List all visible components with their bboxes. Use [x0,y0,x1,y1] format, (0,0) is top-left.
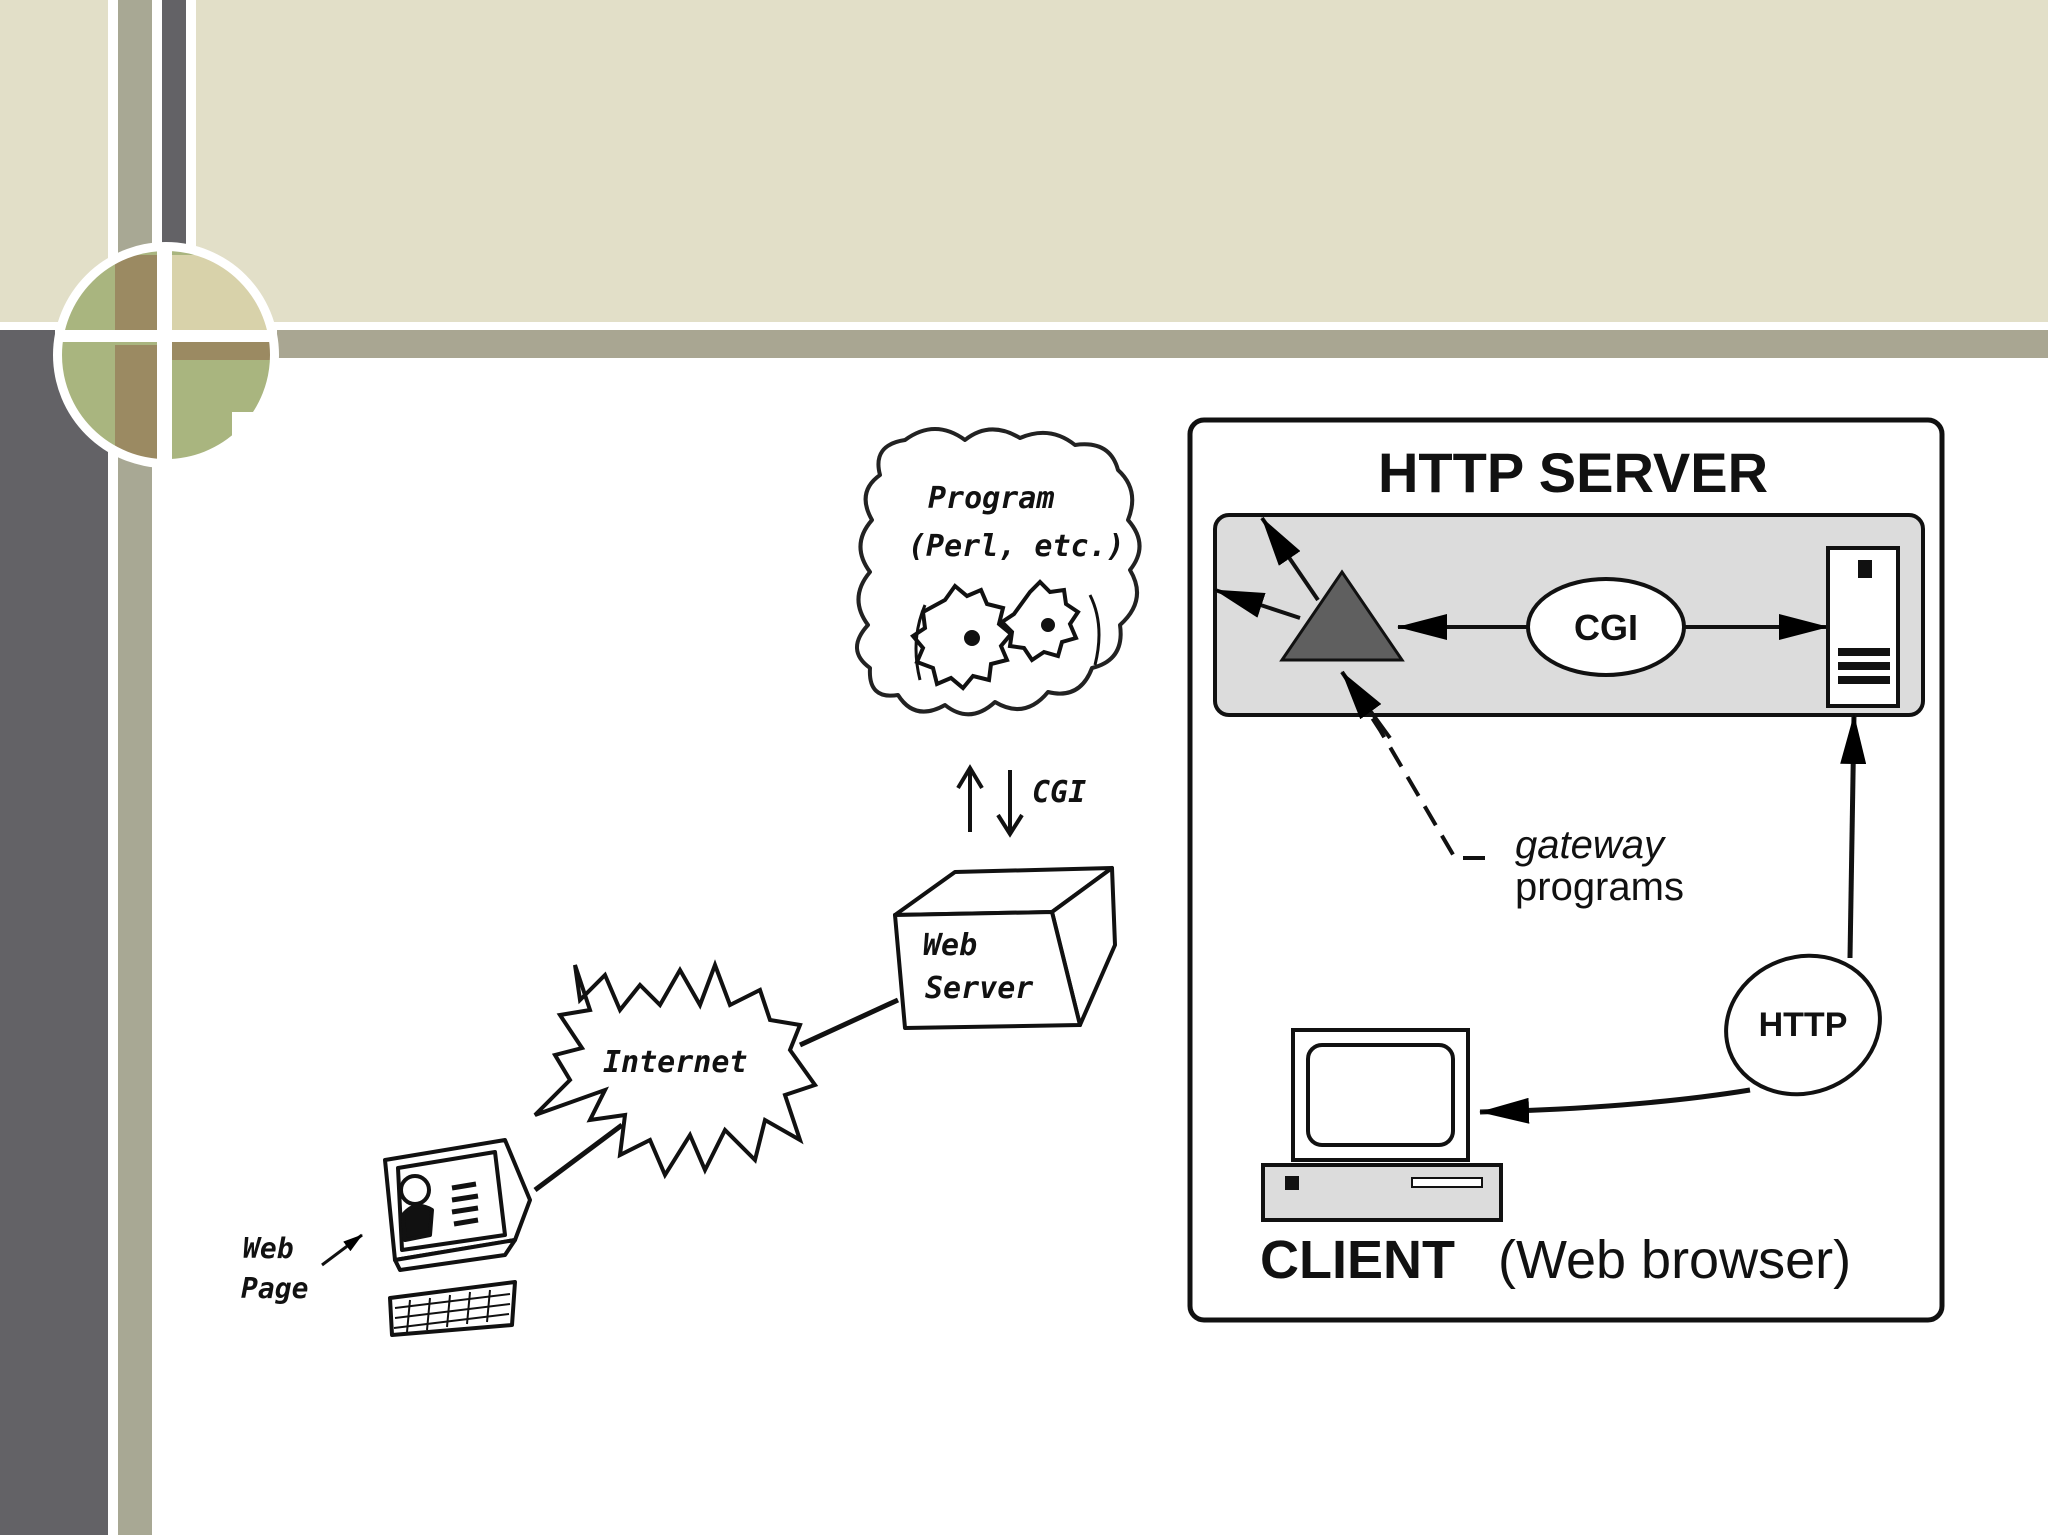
left-sidebar-dark [0,330,108,1535]
web-server-box [893,866,1117,1030]
http-up-arrow [1840,714,1867,959]
gateway-pointer-arrow [1340,670,1392,740]
web-page-label-1: Web [243,1232,294,1265]
left-sidebar-gap-2 [152,0,162,470]
http-ellipse [1724,953,1882,1097]
http-to-client-arrow [1479,1087,1751,1124]
web-server-label-1: Web [923,928,977,963]
gateway-label: gateway [1515,823,1667,867]
header-stripe [0,330,2048,358]
gateway-out-arrow-1 [1260,516,1320,602]
cgi-label-left: CGI [1032,775,1086,810]
internet-label: Internet [603,1045,748,1080]
header-rule [0,322,2048,330]
program-sub-label: (Perl, etc.) [908,529,1125,564]
left-sidebar-gap [108,0,118,1535]
web-page-label-2: Page [241,1272,308,1305]
program-cloud [855,427,1142,717]
left-sidebar-gap-3 [186,0,196,260]
web-server-label-2: Server [925,971,1033,1006]
corner-medallion [53,242,279,468]
server-tower-icon [1826,546,1900,708]
internet-starburst [533,959,819,1180]
internet-computer-link [533,1122,624,1193]
gateway-out-arrow-2 [1214,588,1301,620]
http-server-title: HTTP SERVER [1378,441,1768,504]
gateway-triangle-icon [1279,569,1405,662]
client-computer-icon [1261,1028,1503,1222]
header-band [0,0,2048,322]
web-page-pointer-arrow [321,1233,363,1267]
cgi-arrows [956,764,1024,838]
cgi-label-right: CGI [1574,607,1638,648]
client-label: CLIENT [1260,1230,1455,1290]
http-label: HTTP [1759,1006,1848,1044]
server-internet-link [798,997,900,1048]
left-sidebar-dark-2 [162,0,186,260]
sketch-computer-icon [383,1138,532,1337]
program-label: Program [928,481,1054,516]
programs-label: programs [1515,865,1684,909]
gears-icon [910,579,1101,691]
client-sub-label: (Web browser) [1498,1230,1851,1290]
